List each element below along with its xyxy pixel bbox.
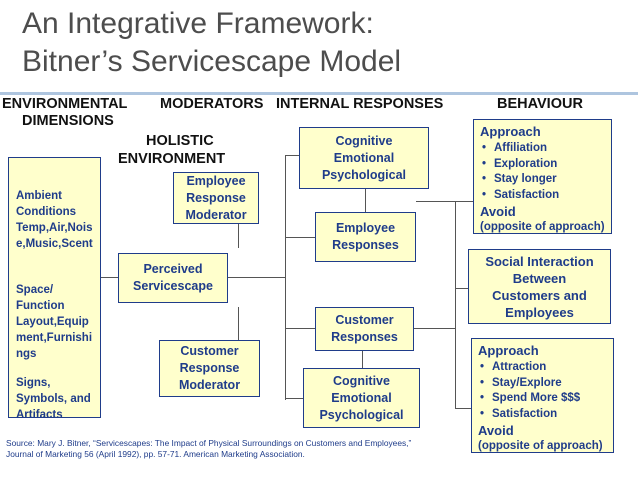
social-interaction-box: Social Interaction Between Customers and… — [468, 249, 611, 324]
connector-perceived-spine — [228, 277, 285, 278]
list-item: Satisfaction — [478, 407, 613, 423]
connector-cognitive-employee — [365, 188, 366, 212]
customer-responses-box: Customer Responses — [315, 307, 414, 351]
list-item: Satisfaction — [480, 188, 611, 204]
slide-title-line-2: Bitner’s Servicescape Model — [22, 45, 402, 78]
connector-customer-moderator — [238, 307, 239, 341]
approach-label: Approach — [478, 343, 539, 358]
behaviour-approach-avoid-top-box: Approach Affiliation Exploration Stay lo… — [473, 119, 612, 234]
connector-customer-cognitive — [362, 350, 363, 368]
employee-responses-box: Employee Responses — [315, 212, 416, 262]
header-moderators: MODERATORS — [160, 96, 264, 112]
connector-employee-moderator — [238, 222, 239, 248]
connector-spine-cognitive-top — [285, 155, 299, 156]
ambient-conditions: Ambient Conditions Temp,Air,Nois e,Music… — [16, 190, 93, 250]
header-internal-responses: INTERNAL RESPONSES — [276, 96, 444, 112]
connector-spine-employee — [285, 237, 315, 238]
connector-behaviour-spine — [455, 201, 456, 408]
list-item: Stay/Explore — [478, 376, 613, 392]
connector-spine-customer — [285, 328, 315, 329]
connector-behaviour-bottom — [455, 408, 471, 409]
list-item: Attraction — [478, 360, 613, 376]
connector-behaviour-top — [455, 201, 473, 202]
list-item: Stay longer — [480, 172, 611, 188]
header-accent-bar — [0, 92, 638, 95]
customer-response-moderator-box: Customer Response Moderator — [159, 340, 260, 397]
list-item: Spend More $$$ — [478, 391, 613, 407]
environmental-dimensions-box: Ambient Conditions Temp,Air,Nois e,Music… — [8, 157, 101, 421]
approach-list: Affiliation Exploration Stay longer Sati… — [480, 141, 611, 203]
space-function: Space/ Function Layout,Equip ment,Furnis… — [16, 284, 93, 360]
connector-behaviour-social — [455, 288, 468, 289]
avoid-label: Avoid — [478, 423, 514, 438]
header-behaviour: BEHAVIOUR — [497, 96, 583, 112]
list-item: Exploration — [480, 157, 611, 173]
behaviour-approach-avoid-bottom-box: Approach Attraction Stay/Explore Spend M… — [471, 338, 614, 453]
cognitive-emotional-psychological-top-box: Cognitive Emotional Psychological — [299, 127, 429, 189]
holistic-label: HOLISTIC — [146, 133, 214, 149]
signs-symbols-artifacts: Signs, Symbols, and Artifacts — [16, 377, 91, 421]
cognitive-emotional-psychological-bottom-box: Cognitive Emotional Psychological — [303, 368, 420, 428]
header-dimensions: DIMENSIONS — [22, 113, 114, 129]
connector-dimensions-perceived — [101, 277, 118, 278]
slide-title-line-1: An Integrative Framework: — [22, 7, 374, 40]
avoid-label: Avoid — [480, 204, 516, 219]
connector-customer-behaviour — [414, 328, 455, 329]
approach-label: Approach — [480, 124, 541, 139]
connector-internal-spine — [285, 155, 286, 400]
employee-response-moderator-box: Employee Response Moderator — [173, 172, 259, 224]
source-citation: Source: Mary J. Bitner, “Servicescapes: … — [6, 438, 412, 459]
environment-label: ENVIRONMENT — [118, 151, 226, 167]
list-item: Affiliation — [480, 141, 611, 157]
avoid-note: (opposite of approach) — [478, 440, 603, 452]
connector-employee-behaviour — [416, 201, 455, 202]
approach-list: Attraction Stay/Explore Spend More $$$ S… — [478, 360, 613, 422]
connector-spine-cognitive-bottom — [285, 398, 303, 399]
avoid-note: (opposite of approach) — [480, 221, 605, 233]
header-environmental: ENVIRONMENTAL — [2, 96, 128, 112]
perceived-servicescape-box: Perceived Servicescape — [118, 253, 228, 303]
